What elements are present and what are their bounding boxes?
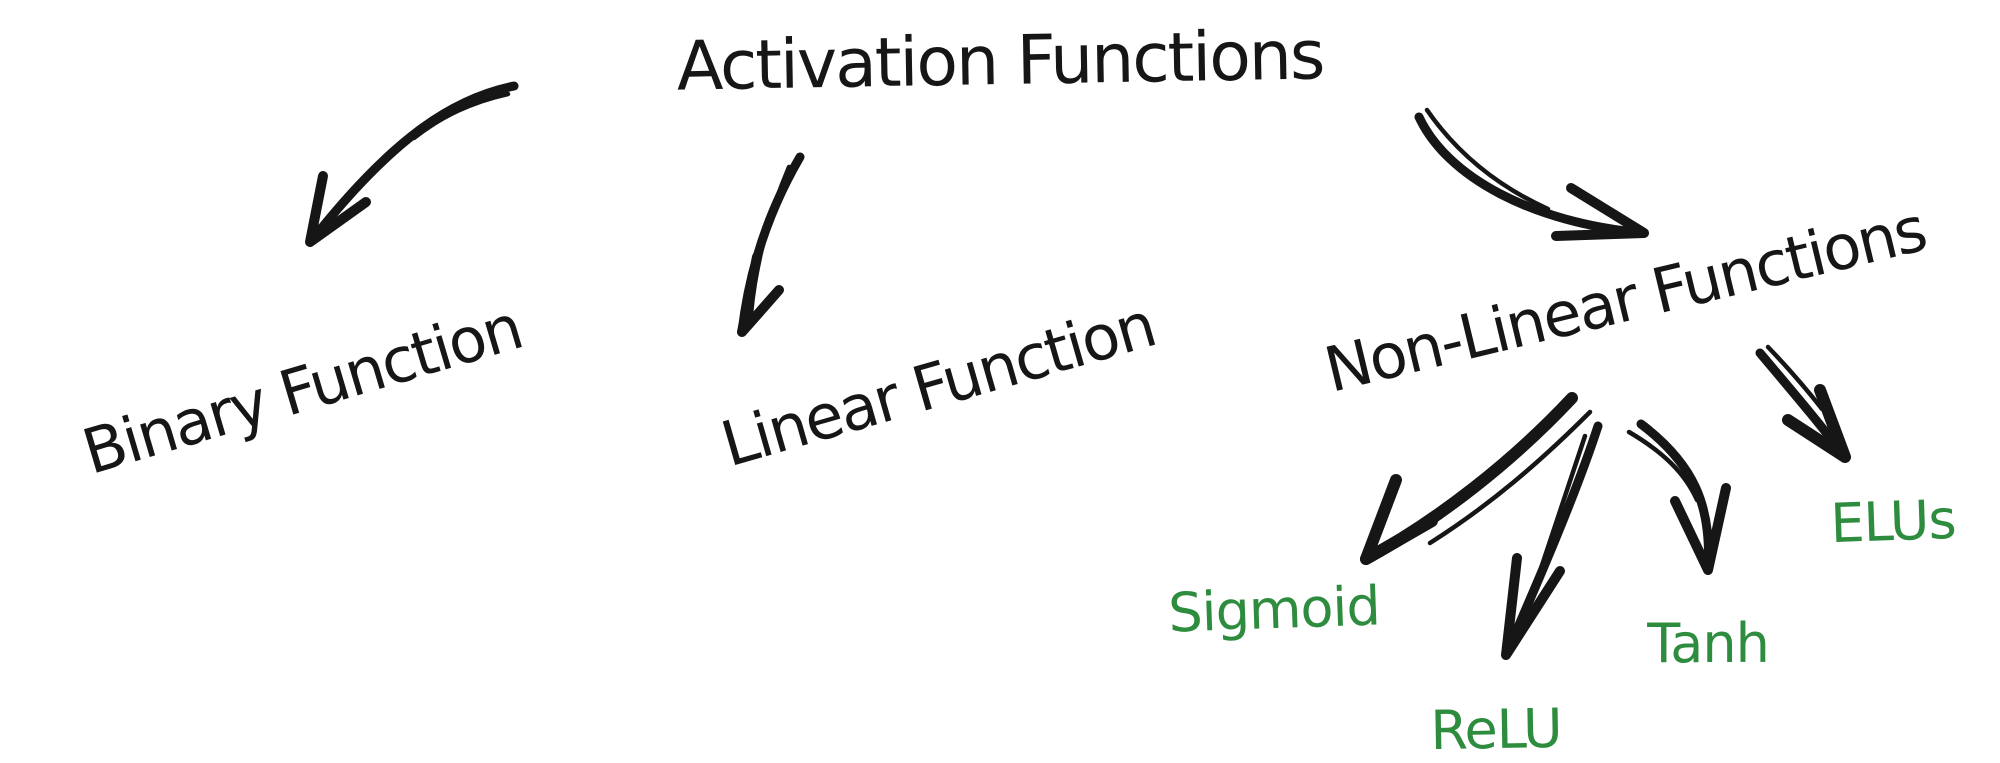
arrow-activation-to-linear [737, 152, 805, 337]
arrow-activation-to-binary [305, 81, 519, 247]
arrow-nonlinear-to-relu [1501, 421, 1603, 660]
arrow-nonlinear-to-elus [1755, 344, 1851, 463]
diagram-title: Activation Functions [675, 16, 1324, 107]
node-sigmoid: Sigmoid [1167, 574, 1381, 645]
node-tanh: Tanh [1647, 612, 1770, 675]
node-elus: ELUs [1829, 487, 1957, 556]
node-relu: ReLU [1429, 696, 1563, 763]
arrow-nonlinear-to-sigmoid [1360, 392, 1593, 565]
arrow-nonlinear-to-tanh [1626, 419, 1731, 575]
arrow-activation-to-nonlinear [1414, 107, 1649, 241]
